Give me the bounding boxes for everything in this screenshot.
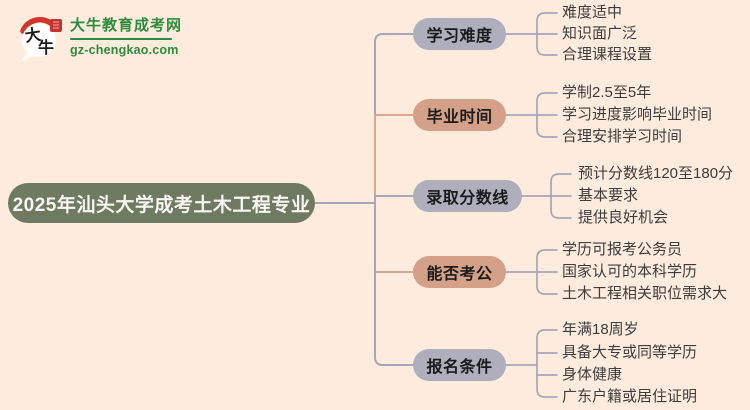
logo-title: 大牛教育成考网 <box>70 17 183 34</box>
leaf-item: 预计分数线120至180分 <box>578 165 734 182</box>
svg-text:牛: 牛 <box>38 38 54 57</box>
branch-node-enrollment: 报名条件 <box>413 349 506 381</box>
branch-node-admission-score: 录取分数线 <box>413 180 522 212</box>
leaf-item: 年满18周岁 <box>562 321 639 338</box>
leaf-item: 身体健康 <box>562 366 623 383</box>
root-node: 2025年汕头大学成考土木工程专业 <box>8 183 315 223</box>
branch-node-graduation-time: 毕业时间 <box>413 99 506 131</box>
branch-node-civil-service: 能否考公 <box>413 256 506 288</box>
connector-branch-study-difficulty <box>374 33 414 204</box>
bracket-study-difficulty <box>505 12 558 56</box>
leaf-item: 广东户籍或居住证明 <box>562 388 698 405</box>
leaf-item: 难度适中 <box>562 4 623 21</box>
connector-branch-admission-score <box>374 195 414 204</box>
bracket-enrollment <box>505 329 558 398</box>
leaf-item: 土木工程相关职位需求大 <box>562 285 728 302</box>
logo-subtitle: gz-chengkao.com <box>70 43 179 57</box>
leaf-item: 提供良好机会 <box>578 209 669 226</box>
leaf-item: 具备大专或同等学历 <box>562 344 698 361</box>
leaf-item: 知识面广泛 <box>562 25 638 42</box>
leaf-item: 学习进度影响毕业时间 <box>562 106 713 123</box>
logo-bubble-icon: 大 牛 <box>20 16 62 61</box>
bracket-civil-service <box>505 249 558 295</box>
logo-divider <box>70 38 172 40</box>
leaf-item: 学制2.5至5年 <box>562 84 652 101</box>
leaf-item: 学历可报考公务员 <box>562 241 683 258</box>
leaf-item: 合理课程设置 <box>562 46 653 63</box>
site-logo: 大 牛 大牛教育成考网 gz-chengkao.com <box>16 10 182 62</box>
connector-branch-enrollment <box>374 202 414 366</box>
bracket-graduation-time <box>505 92 558 138</box>
connector-branch-civil-service <box>374 202 414 273</box>
leaf-item: 合理安排学习时间 <box>562 128 683 145</box>
connector-branch-graduation-time <box>374 114 414 204</box>
branch-node-study-difficulty: 学习难度 <box>413 18 506 50</box>
leaf-item: 国家认可的本科学历 <box>562 263 698 280</box>
bracket-admission-score <box>521 173 572 219</box>
leaf-item: 基本要求 <box>578 187 639 204</box>
svg-text:大: 大 <box>24 25 43 46</box>
